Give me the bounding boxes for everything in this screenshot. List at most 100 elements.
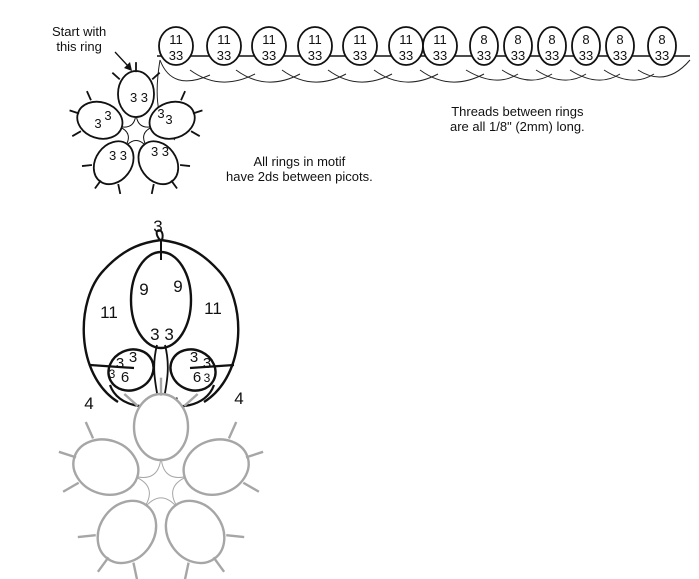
chain-ring-outline — [605, 26, 635, 66]
motif-ring — [132, 392, 190, 462]
center-ring — [129, 250, 193, 350]
motif-picot — [81, 164, 93, 167]
chain-ring-top-label: 8 — [658, 32, 665, 47]
motif-picot — [151, 72, 161, 81]
chain-ring-outline — [206, 26, 242, 66]
chain-ring-outline — [422, 26, 458, 66]
motif-ring-label: 3 — [94, 116, 101, 131]
chain-ring-bottom-label: 33 — [477, 48, 491, 63]
motif-picot — [111, 72, 121, 81]
motif-picot — [183, 393, 199, 407]
motif-picot — [123, 393, 139, 407]
chain-ring-top-label: 8 — [616, 32, 623, 47]
threads-note-line1: Threads between rings — [451, 104, 584, 119]
motif-ring-label: 3 3 — [151, 144, 169, 159]
motif-ring-label: 3 — [165, 112, 172, 127]
motif-picot — [245, 450, 264, 459]
motif-picot — [94, 179, 102, 190]
chain-ring-bottom-label: 33 — [308, 48, 322, 63]
chain-ring-bottom-label: 33 — [511, 48, 525, 63]
motif-ring-label: 3 — [157, 106, 164, 121]
chain-ring: 833 — [469, 26, 499, 66]
label-left-ring-bottom: 6 — [121, 369, 129, 386]
right-connector — [189, 363, 235, 370]
chain-ring-top-label: 8 — [548, 32, 555, 47]
chain-ring-top-label: 8 — [480, 32, 487, 47]
label-picot-top: 3 — [153, 217, 162, 236]
label-left-ring-top: 3 — [116, 355, 124, 372]
start-arrow — [114, 51, 132, 71]
chain-ring-top-label: 11 — [169, 32, 183, 47]
motif-ring-label: 3 — [104, 108, 111, 123]
chain-ring-outline — [537, 26, 567, 66]
outer-chain-arch — [82, 238, 240, 404]
left-ring — [107, 348, 155, 392]
label-right-chain: 11 — [204, 299, 222, 318]
chain-ring-outline — [251, 26, 287, 66]
motif-picot — [170, 179, 178, 190]
chain-ring-outline — [297, 26, 333, 66]
motif-picot — [190, 130, 201, 137]
start-note-line2: this ring — [56, 39, 102, 54]
label-right-ring-bottom: 6 — [193, 369, 201, 386]
motif-picot — [179, 164, 191, 167]
right-ring — [169, 348, 217, 392]
chain-ring-bottom-label: 33 — [262, 48, 276, 63]
chain-ring: 833 — [503, 26, 533, 66]
label-left-ring-top2: 3 — [129, 349, 137, 366]
start-note-line1: Start with — [52, 24, 107, 39]
label-right-ring-top: 3 — [190, 349, 198, 366]
left-connector — [89, 363, 135, 370]
chain-ring-top-label: 11 — [353, 32, 367, 47]
chain-ring-top-label: 8 — [514, 32, 521, 47]
chain-ring-outline — [503, 26, 533, 66]
chain-ring-bottom-label: 33 — [655, 48, 669, 63]
motif-ring — [137, 140, 180, 186]
chain-ring-bottom-label: 33 — [217, 48, 231, 63]
chain-ring-top-label: 11 — [308, 32, 322, 47]
chain-ring-bottom-label: 33 — [353, 48, 367, 63]
threads-note-line2: are all 1/8" (2mm) long. — [450, 119, 585, 134]
chain-ring-outline — [469, 26, 499, 66]
chain-ring-top-label: 11 — [217, 32, 231, 47]
chain-rings-group: 1133113311331133113311331133833833833833… — [158, 26, 677, 66]
chain-ring-top-label: 8 — [582, 32, 589, 47]
chain-ring-bottom-label: 33 — [169, 48, 183, 63]
motif-picot — [69, 109, 80, 115]
top-picot — [155, 229, 164, 241]
motif-picot — [227, 421, 238, 439]
motif-picot — [183, 562, 190, 579]
chain-ring-top-label: 11 — [399, 32, 413, 47]
label-right-ring-top2: 3 — [203, 355, 211, 372]
motif-picot — [212, 556, 226, 573]
motif-note-line1: All rings in motif — [253, 154, 346, 169]
chain-ring: 833 — [647, 26, 677, 66]
motif-note-line2: have 2ds between picots. — [226, 169, 373, 184]
motif-grey — [58, 377, 264, 579]
chain-ring-outline — [158, 26, 194, 66]
chain-ring-top-label: 11 — [433, 32, 447, 47]
motif-ring — [164, 499, 226, 565]
motif-picot — [62, 481, 80, 493]
label-center-upper-left: 9 — [139, 280, 148, 299]
motif-ring-label: 3 3 — [130, 90, 148, 105]
label-left-ring-mid: 3 — [109, 367, 116, 381]
start-note: Start with this ring — [52, 24, 106, 54]
chain-ring-outline — [647, 26, 677, 66]
motif-picot — [86, 90, 92, 101]
ring-chain: 1133113311331133113311331133833833833833… — [156, 26, 691, 141]
chain-ring: 833 — [571, 26, 601, 66]
motif-picot — [84, 421, 95, 439]
label-center-lower: 3 3 — [150, 325, 174, 344]
label-left-chain: 11 — [100, 303, 118, 322]
motif-picot — [77, 534, 96, 539]
motif-picot — [58, 450, 77, 459]
motif-ring — [72, 438, 140, 496]
